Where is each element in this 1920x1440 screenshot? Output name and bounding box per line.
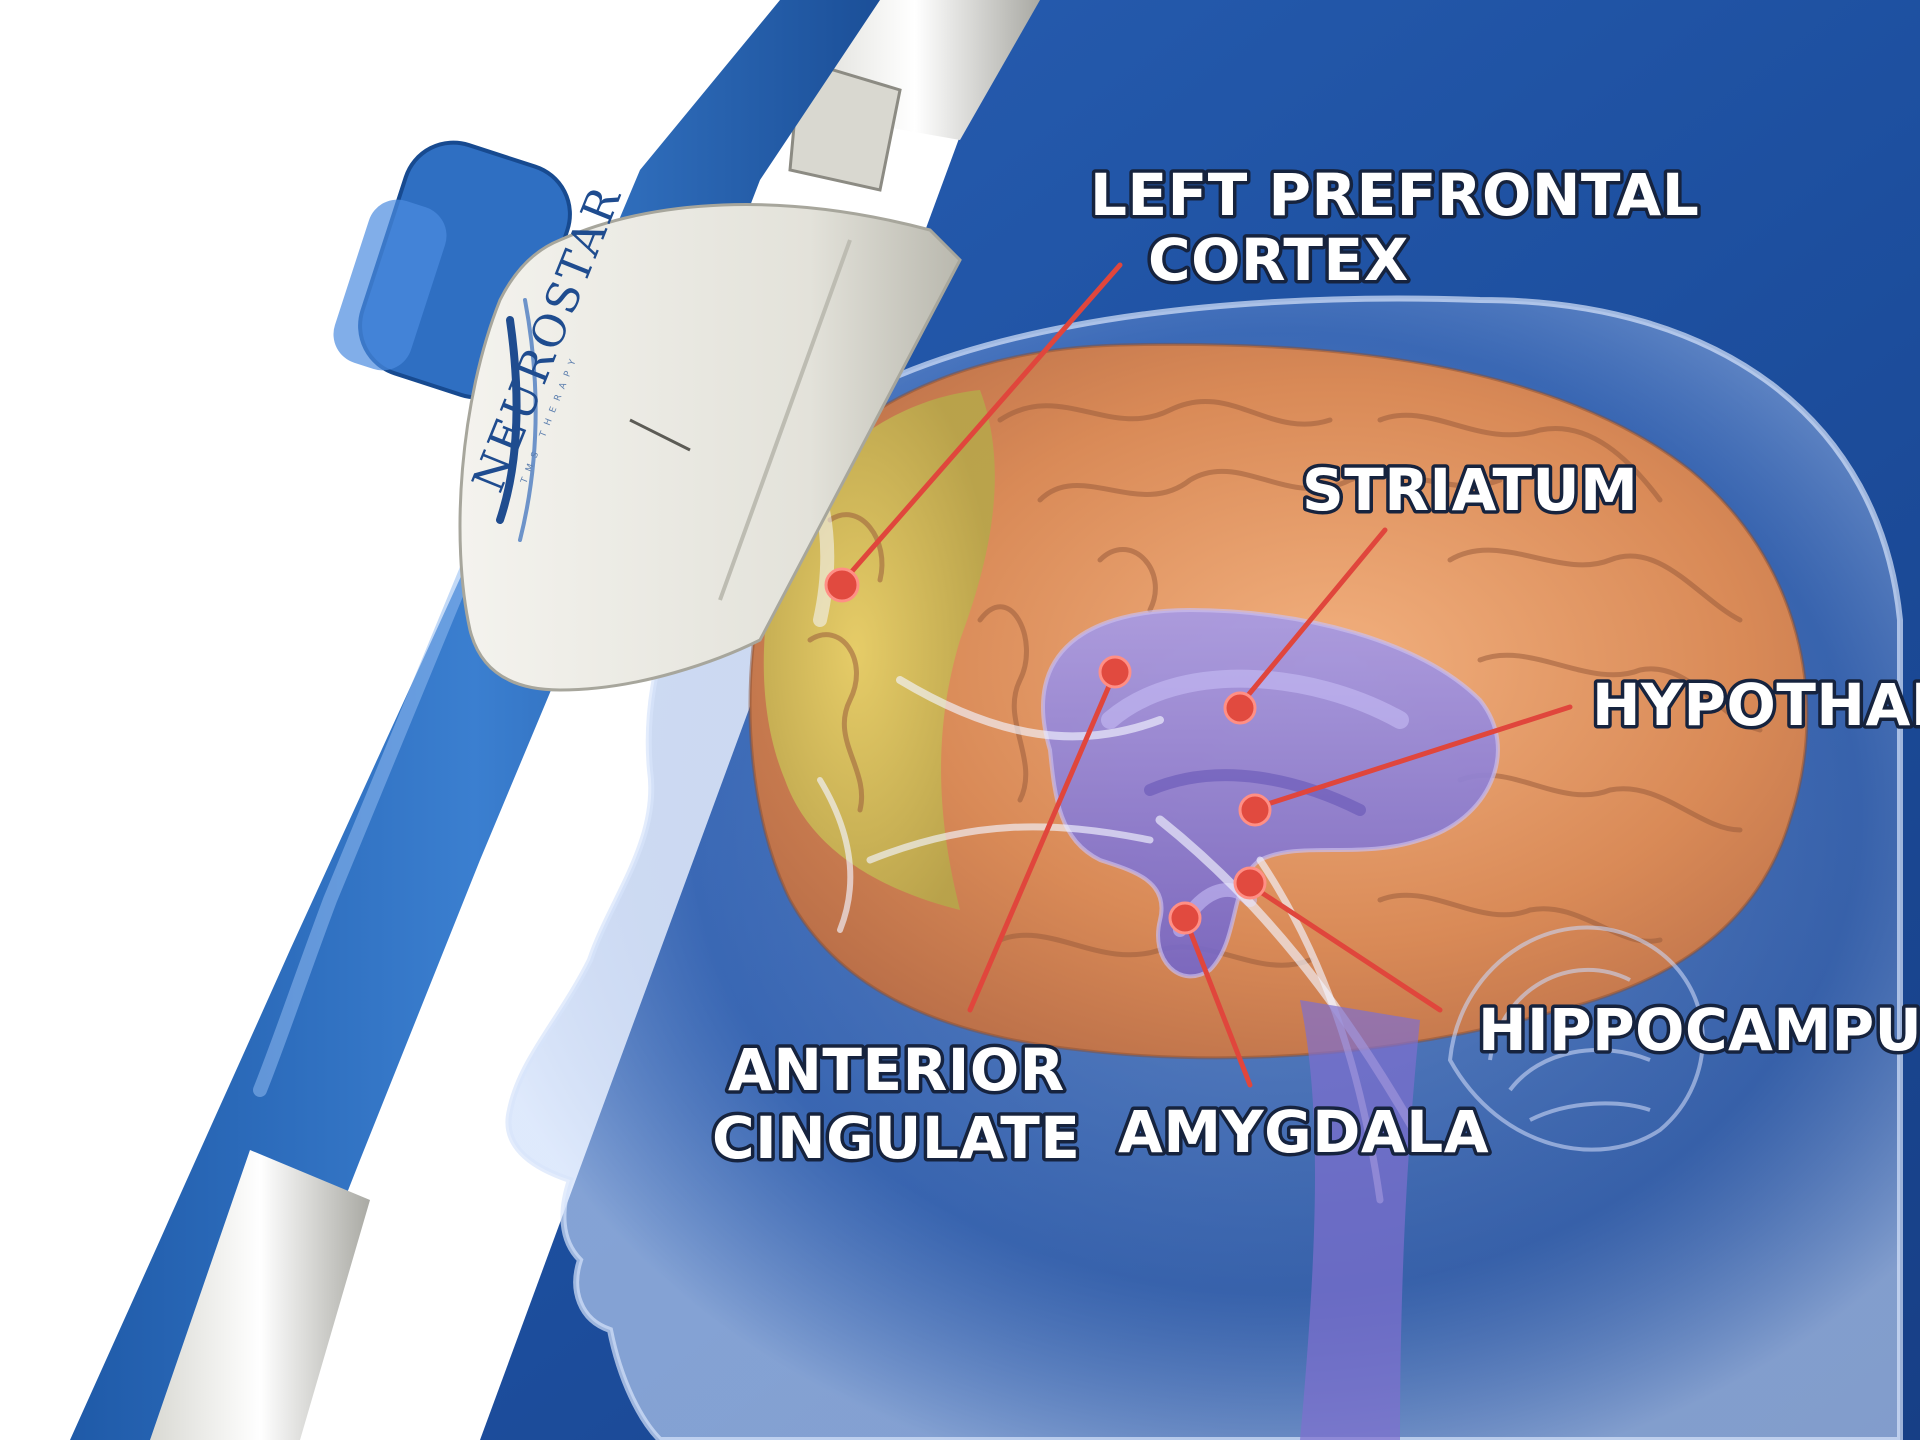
dot-anterior-cingulate [1100, 657, 1130, 687]
label-anterior-line1: ANTERIOR [728, 1036, 1065, 1104]
dot-prefrontal [826, 569, 858, 601]
label-amygdala: AMYGDALA [1118, 1098, 1489, 1166]
dot-striatum [1225, 693, 1255, 723]
label-anterior-line2: CINGULATE [712, 1104, 1080, 1172]
label-hippocampus: HIPPOCAMPUS [1478, 996, 1920, 1064]
dot-hypothalamus [1240, 795, 1270, 825]
label-hypothalamus: HYPOTHALAMUS [1592, 671, 1920, 739]
label-prefrontal-line2: CORTEX [1148, 226, 1409, 294]
label-striatum: STRIATUM [1302, 456, 1638, 524]
dot-hippocampus [1235, 868, 1265, 898]
label-prefrontal-line1: LEFT PREFRONTAL [1090, 161, 1699, 229]
dot-amygdala [1170, 903, 1200, 933]
